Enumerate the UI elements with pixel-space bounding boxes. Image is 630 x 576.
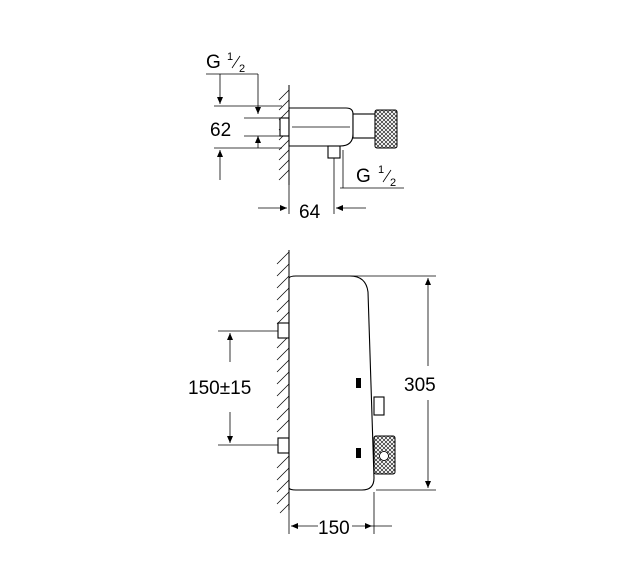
svg-text:2: 2 <box>239 63 245 75</box>
indicator-dot-lower <box>356 448 361 458</box>
svg-text:G: G <box>206 52 221 73</box>
thread-label-outlet: G 1 2 <box>340 150 404 189</box>
connector-lower <box>277 437 290 454</box>
svg-text:G: G <box>356 166 371 187</box>
outlet-spout <box>327 145 341 159</box>
dim-64: 64 <box>299 202 321 223</box>
dim-width: 150 <box>318 518 350 539</box>
wall-connector <box>279 117 290 137</box>
dim-62: 62 <box>210 120 231 141</box>
knob-neck <box>352 113 376 139</box>
thread-label-inlet: G 1 2 <box>206 51 258 75</box>
wall-front <box>276 250 290 514</box>
svg-text:2: 2 <box>390 177 396 189</box>
svg-text:1: 1 <box>227 51 233 63</box>
dim-center-distance: 150±15 <box>188 378 251 399</box>
top-view: G 1 2 62 G 1 2 64 <box>206 51 404 223</box>
knurled-knob <box>374 109 398 149</box>
connector-upper <box>277 322 290 339</box>
front-view: 150±15 305 150 <box>188 250 436 539</box>
svg-text:1: 1 <box>378 164 384 176</box>
mixer-body-front <box>288 275 375 491</box>
dim-height: 305 <box>404 375 436 396</box>
stop-button <box>373 396 385 416</box>
indicator-dot <box>356 378 361 388</box>
